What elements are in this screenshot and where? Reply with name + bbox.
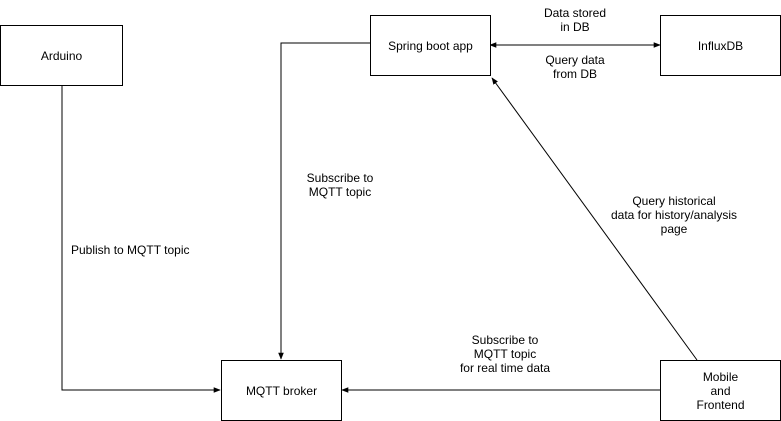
edge-label-query-history: Query historical data for history/analys…	[610, 194, 738, 236]
edge-label-query-db: Query data from DB	[545, 53, 605, 81]
node-mobile-frontend[interactable]: Mobile and Frontend	[660, 360, 781, 421]
edge-label-publish: Publish to MQTT topic	[71, 243, 190, 257]
node-influxdb[interactable]: InfluxDB	[660, 15, 781, 76]
edge-label-subscribe-spring: Subscribe to MQTT topic	[306, 171, 374, 199]
edge-label-data-stored: Data stored in DB	[543, 6, 607, 34]
edge-spring-to-mqtt	[278, 42, 370, 360]
edge-mobile-to-spring	[491, 77, 698, 361]
node-mqtt-broker[interactable]: MQTT broker	[221, 360, 342, 421]
node-arduino-label: Arduino	[40, 48, 83, 63]
node-spring-boot-app[interactable]: Spring boot app	[370, 15, 491, 76]
node-arduino[interactable]: Arduino	[0, 25, 123, 86]
edge-label-subscribe-realtime: Subscribe to MQTT topic for real time da…	[459, 333, 551, 375]
edge-arduino-to-mqtt	[61, 86, 221, 393]
node-spring-label: Spring boot app	[388, 38, 473, 53]
node-mqtt-label: MQTT broker	[245, 383, 318, 398]
node-influxdb-label: InfluxDB	[697, 38, 744, 53]
node-mobile-label: Mobile and Frontend	[696, 369, 745, 412]
